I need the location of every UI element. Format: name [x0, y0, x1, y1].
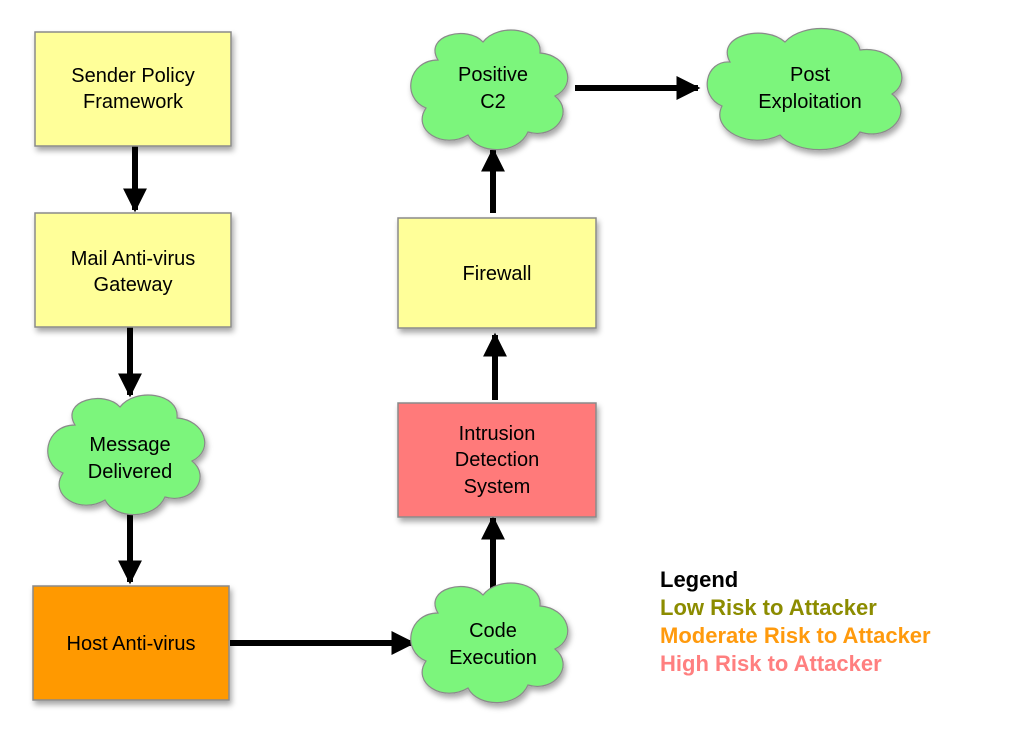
node-label: Sender Policy — [71, 65, 194, 87]
node-firewall: Firewall — [397, 217, 597, 329]
legend-moderate-risk: Moderate Risk to Attacker — [660, 623, 931, 648]
node-box — [34, 212, 232, 328]
node-positive-c2: Positive C2 — [410, 29, 569, 151]
legend-title: Legend — [660, 567, 739, 592]
node-label: System — [464, 476, 531, 498]
node-label: Post — [790, 64, 830, 86]
node-box — [34, 31, 232, 147]
node-label: Intrusion — [459, 423, 536, 445]
legend: Legend Low Risk to Attacker Moderate Ris… — [660, 566, 931, 678]
node-box — [397, 402, 597, 518]
legend-low-risk: Low Risk to Attacker — [660, 595, 877, 620]
cloud-shape — [706, 27, 903, 151]
node-intrusion-detection-system: Intrusion Detection System — [397, 402, 597, 518]
cloud-shape — [410, 582, 569, 704]
node-sender-policy-framework: Sender Policy Framework — [34, 31, 232, 147]
legend-high-risk: High Risk to Attacker — [660, 651, 882, 676]
node-label: Detection — [455, 449, 540, 471]
cloud-shape — [410, 29, 569, 151]
node-label: Firewall — [463, 263, 532, 285]
node-label: Delivered — [88, 461, 172, 483]
node-box — [32, 585, 230, 701]
node-label: Execution — [449, 647, 537, 669]
node-label: Message — [89, 434, 170, 456]
node-label: Positive — [458, 64, 528, 86]
node-mail-antivirus-gateway: Mail Anti-virus Gateway — [34, 212, 232, 328]
node-label: Mail Anti-virus — [71, 248, 195, 270]
node-label: Exploitation — [758, 91, 861, 113]
node-host-antivirus: Host Anti-virus — [32, 585, 230, 701]
node-label: Host Anti-virus — [67, 633, 196, 655]
node-message-delivered: Message Delivered — [47, 394, 206, 516]
node-box — [397, 217, 597, 329]
node-post-exploitation: Post Exploitation — [706, 27, 903, 151]
cloud-shape — [47, 394, 206, 516]
node-label: Framework — [83, 91, 184, 113]
node-label: Gateway — [94, 274, 173, 296]
node-code-execution: Code Execution — [410, 582, 569, 704]
node-label: C2 — [480, 91, 506, 113]
node-label: Code — [469, 620, 517, 642]
flow-arrows — [118, 76, 701, 655]
